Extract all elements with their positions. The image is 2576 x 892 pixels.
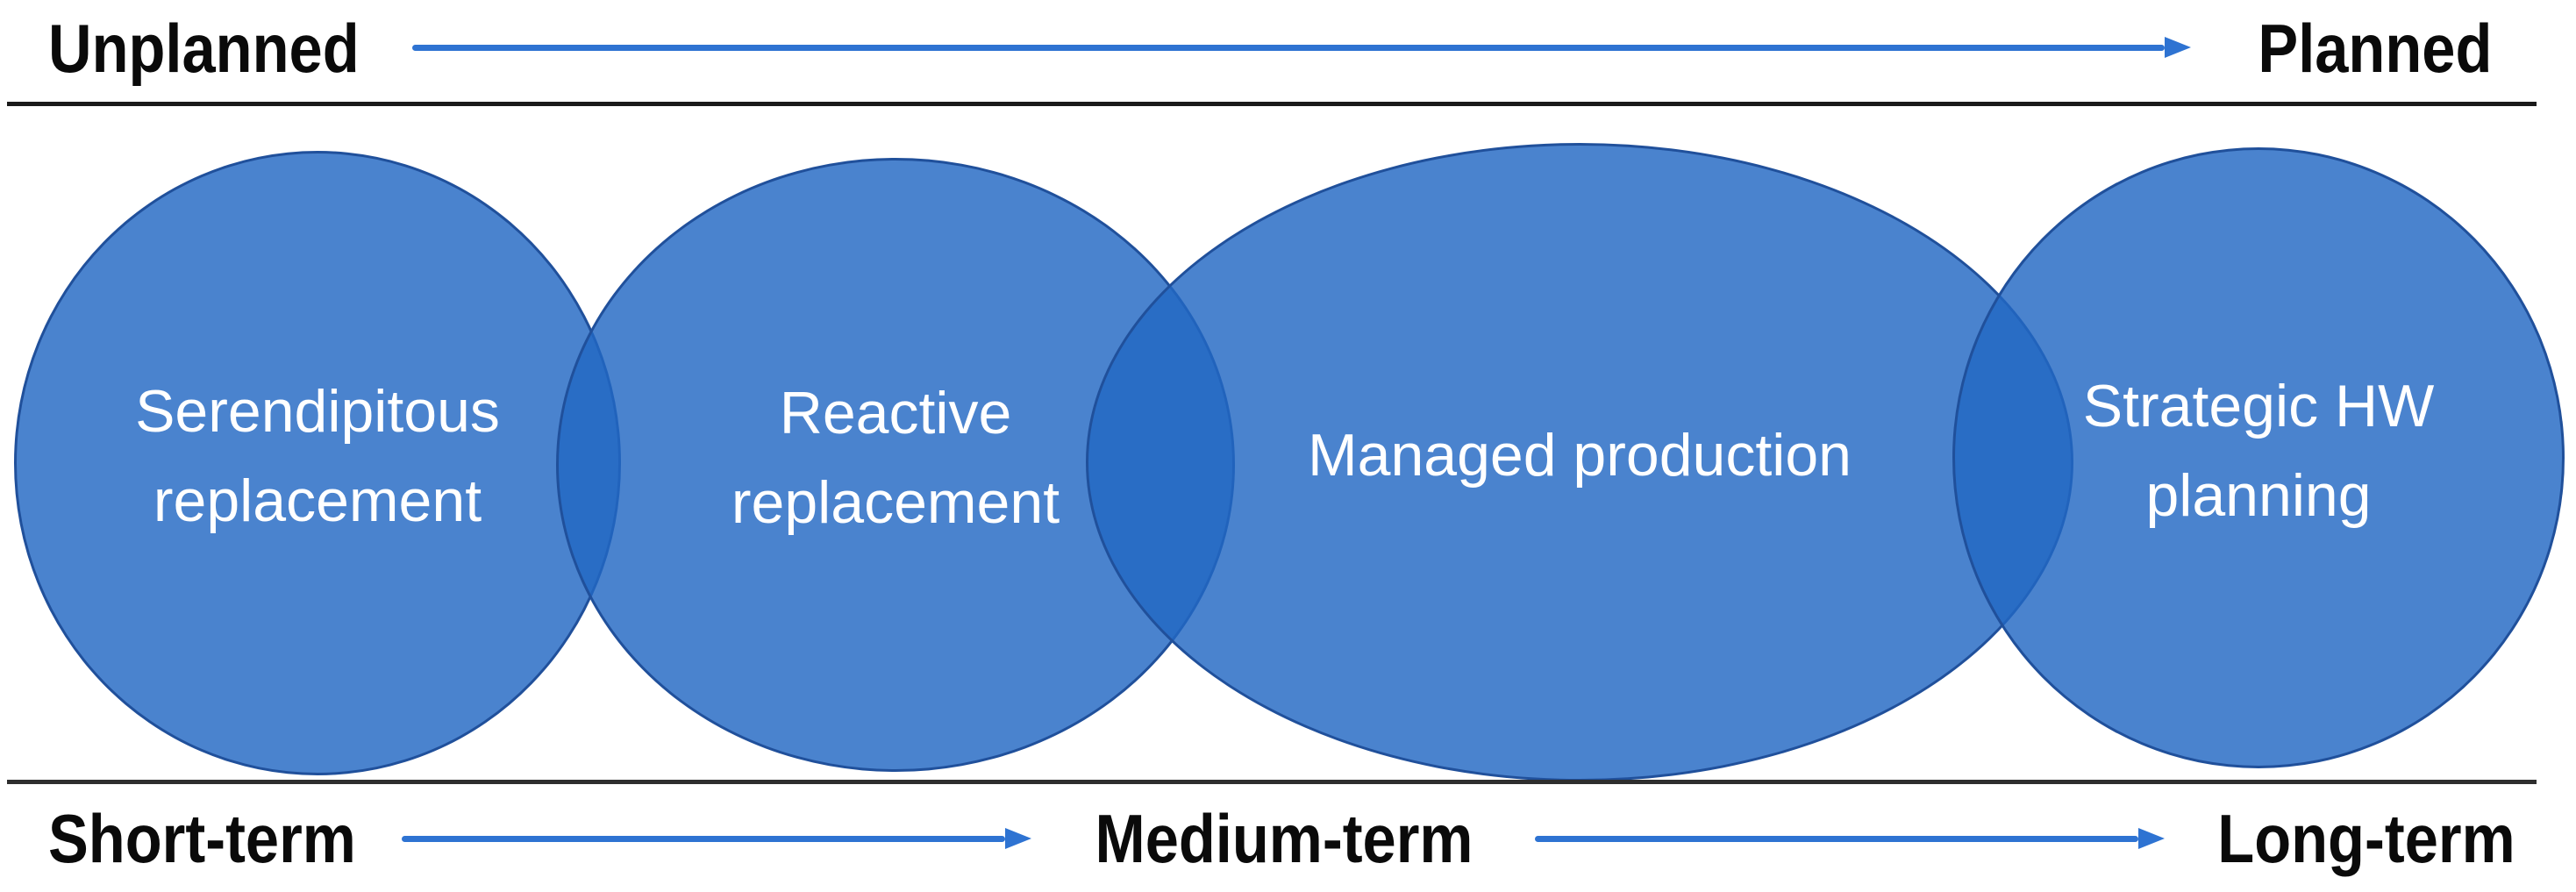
top-axis-left-label: Unplanned [48,10,360,87]
medium-to-long-arrow [1535,828,2165,849]
stage-label: Strategic HW planning [2082,373,2435,529]
right-arrowhead-icon [1005,828,1031,849]
stage-label: Managed production [1307,422,1852,489]
top-divider-line [7,102,2537,106]
stage-ellipse-serendipitous-replacement: Serendipitous replacement [14,151,621,775]
bottom-divider-line [7,780,2537,784]
right-arrowhead-icon [2165,37,2191,58]
stage-ellipse-strategic-hw-planning: Strategic HW planning [1952,147,2565,768]
bottom-axis-left-label: Short-term [48,800,356,877]
right-arrowhead-icon [2138,828,2165,849]
short-to-medium-arrow [402,828,1031,849]
bottom-axis-right-label: Long-term [2217,800,2515,877]
bottom-axis-middle-label: Medium-term [1095,800,1474,877]
stage-label: Serendipitous replacement [135,378,500,534]
stage-label: Reactive replacement [731,380,1060,536]
stage-ellipse-managed-production: Managed production [1086,143,2073,781]
unplanned-to-planned-arrow [412,37,2191,58]
top-axis-right-label: Planned [2258,10,2492,87]
